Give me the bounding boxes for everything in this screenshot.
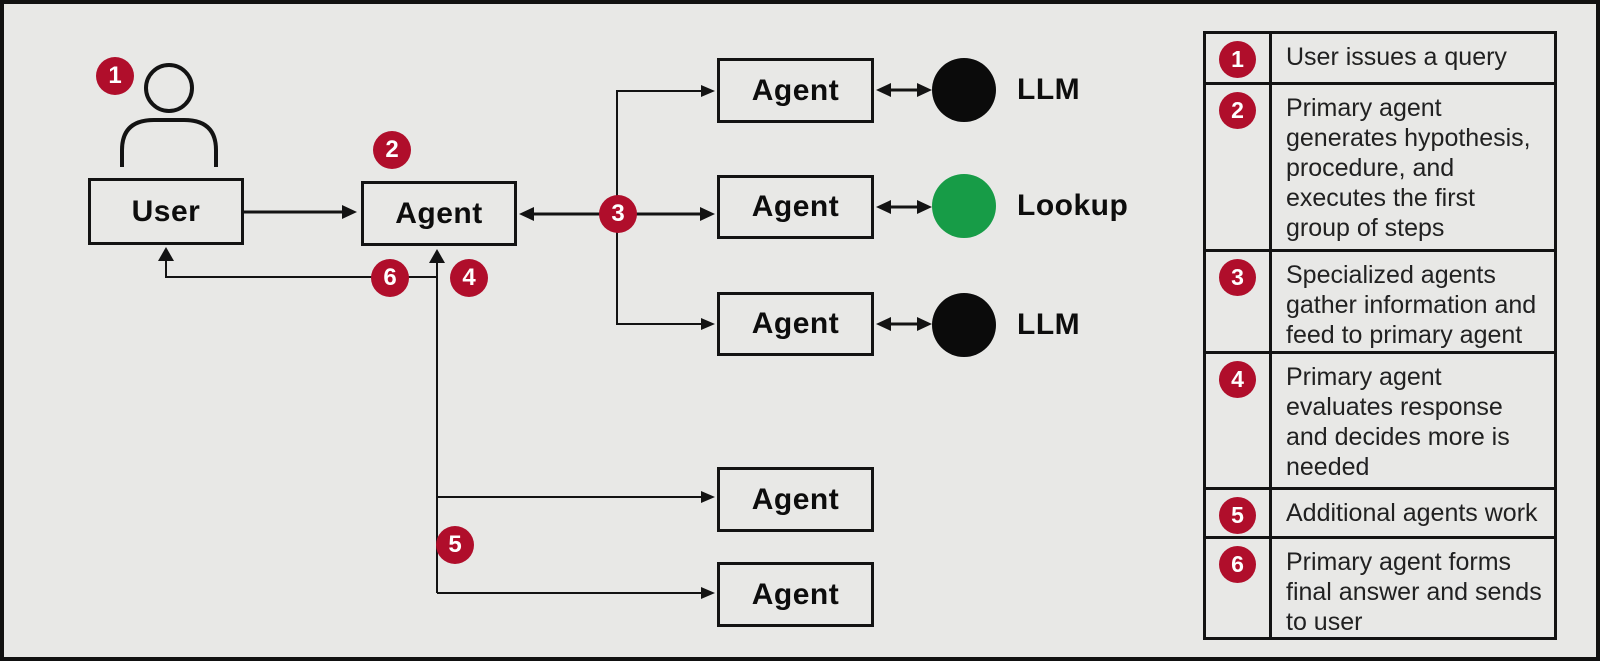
arrow-agent-llm-top [876, 83, 932, 97]
legend-text-5: Additional agents work [1286, 499, 1538, 527]
arrow-hub-to-bottom-agent [616, 214, 715, 330]
step-badge-5: 5 [436, 526, 474, 564]
legend-badge-3: 3 [1219, 259, 1256, 296]
arrow-return-to-user [158, 247, 437, 278]
step-badge-1: 1 [96, 57, 134, 95]
arrow-hub-to-top-agent [616, 85, 715, 214]
legend-row-5: 5 Additional agents work [1206, 490, 1554, 539]
sub-agent-node-1: Agent [717, 58, 874, 123]
arrow-to-additional-agent-2 [437, 587, 715, 599]
legend-text-4: Primary agent evaluates response and dec… [1286, 363, 1510, 481]
legend-row-6: 6 Primary agent forms final answer and s… [1206, 539, 1554, 637]
legend-text-1: User issues a query [1286, 43, 1507, 71]
llm-label-bottom: LLM [1017, 308, 1081, 341]
connector-layer [158, 83, 932, 599]
step-badge-4: 4 [450, 259, 488, 297]
legend-badge-2: 2 [1219, 92, 1256, 129]
arrow-agent-llm-bottom [876, 317, 932, 331]
primary-agent-node: Agent [361, 181, 517, 246]
llm-circle-bottom [932, 293, 996, 357]
person-icon [120, 63, 218, 167]
arrow-to-additional-agent-1 [437, 491, 715, 503]
legend-row-3: 3 Specialized agents gather information … [1206, 252, 1554, 354]
legend-badge-5: 5 [1219, 497, 1256, 534]
lookup-label: Lookup [1017, 189, 1129, 222]
legend-badge-1: 1 [1219, 41, 1256, 78]
legend-text-6: Primary agent forms final answer and sen… [1286, 548, 1542, 636]
legend-badge-6: 6 [1219, 546, 1256, 583]
sub-agent-node-5: Agent [717, 562, 874, 627]
legend-row-4: 4 Primary agent evaluates response and d… [1206, 354, 1554, 490]
llm-circle-top [932, 58, 996, 122]
sub-agent-node-3: Agent [717, 292, 874, 356]
sub-agent-node-4: Agent [717, 467, 874, 532]
sub-agent-node-2: Agent [717, 175, 874, 239]
step-badge-6: 6 [371, 259, 409, 297]
legend-row-1: 1 User issues a query [1206, 34, 1554, 85]
legend-table: 1 User issues a query 2 Primary agent ge… [1203, 31, 1557, 640]
legend-text-2: Primary agent generates hypothesis, proc… [1286, 94, 1531, 242]
legend-row-2: 2 Primary agent generates hypothesis, pr… [1206, 85, 1554, 252]
step-badge-3: 3 [599, 195, 637, 233]
user-node: User [88, 178, 244, 245]
lookup-circle [932, 174, 996, 238]
arrow-agent-lookup [876, 200, 932, 214]
legend-badge-4: 4 [1219, 361, 1256, 398]
step-badge-2: 2 [373, 131, 411, 169]
llm-label-top: LLM [1017, 73, 1081, 106]
arrow-user-to-agent [244, 205, 357, 219]
legend-text-3: Specialized agents gather information an… [1286, 261, 1537, 349]
